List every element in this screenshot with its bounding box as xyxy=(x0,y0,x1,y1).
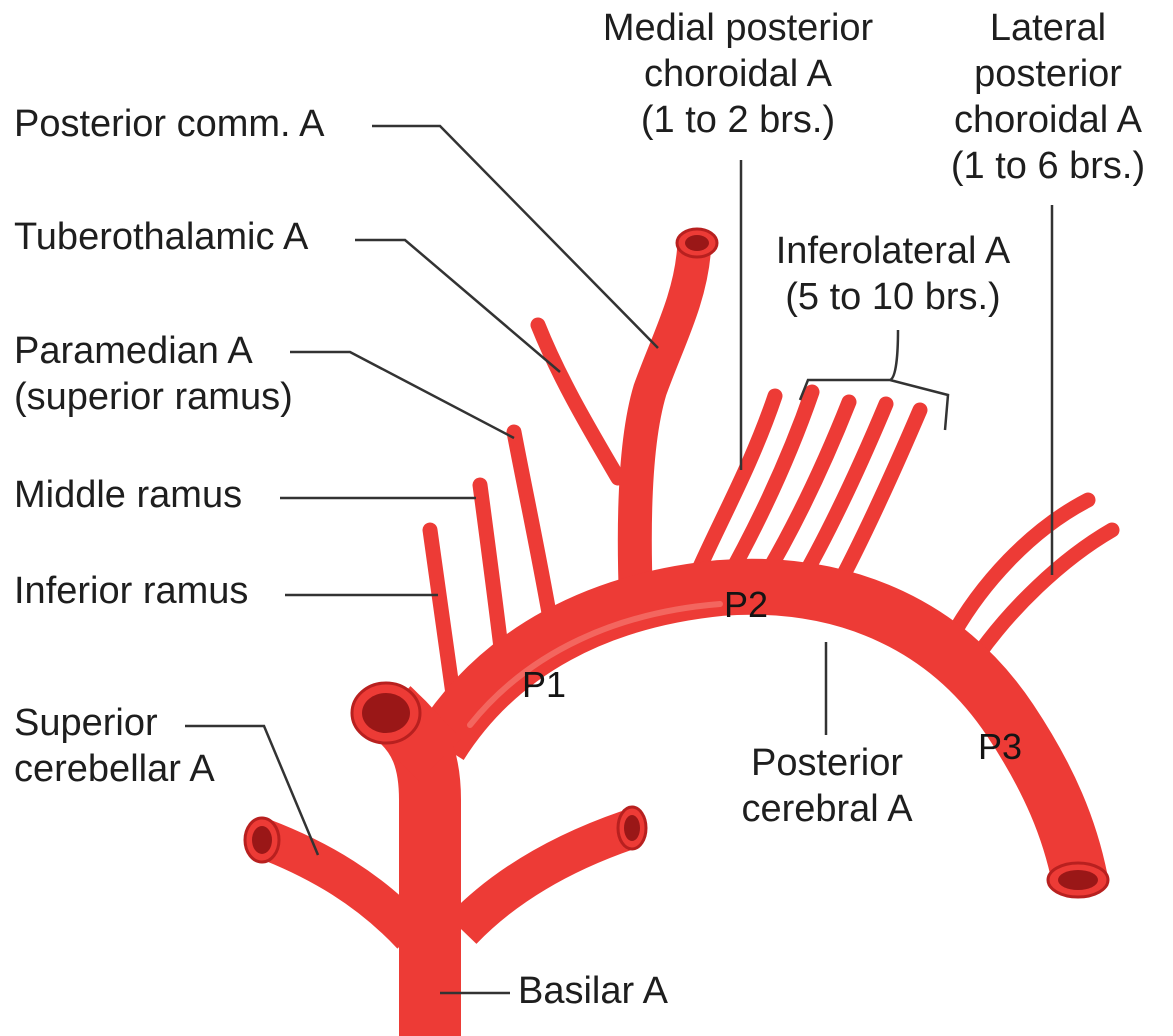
vessel-end-p3 xyxy=(1048,863,1108,897)
label-paramedian-line-1: Paramedian A xyxy=(14,328,293,374)
label-posterior-cerebral: Posterior cerebral A xyxy=(712,740,942,832)
label-lateral-posterior-choroidal-line-4: (1 to 6 brs.) xyxy=(928,143,1168,189)
label-superior-cerebellar-line-1: Superior xyxy=(14,700,215,746)
leader-tuberothalamic xyxy=(355,240,560,372)
label-medial-posterior-choroidal: Medial posterior choroidal A (1 to 2 brs… xyxy=(583,5,893,143)
label-paramedian: Paramedian A (superior ramus) xyxy=(14,328,293,420)
vessel-end-left-sca xyxy=(245,818,279,862)
label-superior-cerebellar-line-2: cerebellar A xyxy=(14,746,215,792)
label-inferolateral-line-2: (5 to 10 brs.) xyxy=(748,274,1038,320)
label-medial-posterior-choroidal-line-2: choroidal A xyxy=(583,51,893,97)
label-lateral-posterior-choroidal: Lateral posterior choroidal A (1 to 6 br… xyxy=(928,5,1168,189)
label-lateral-posterior-choroidal-line-1: Lateral xyxy=(928,5,1168,51)
label-medial-posterior-choroidal-line-1: Medial posterior xyxy=(583,5,893,51)
segment-label-p1: P1 xyxy=(522,665,566,705)
label-inferior-ramus: Inferior ramus xyxy=(14,568,248,614)
label-basilar: Basilar A xyxy=(518,968,668,1014)
label-inferolateral: Inferolateral A (5 to 10 brs.) xyxy=(748,228,1038,320)
vessel-end-right-sca xyxy=(618,807,646,849)
segment-label-p3: P3 xyxy=(978,727,1022,767)
lateral-posterior-choroidal-vessel-2 xyxy=(978,530,1112,655)
leader-posterior-comm xyxy=(372,126,658,348)
segment-label-p2: P2 xyxy=(724,585,768,625)
label-paramedian-line-2: (superior ramus) xyxy=(14,374,293,420)
label-medial-posterior-choroidal-line-3: (1 to 2 brs.) xyxy=(583,97,893,143)
label-inferolateral-line-1: Inferolateral A xyxy=(748,228,1038,274)
label-posterior-comm: Posterior comm. A xyxy=(14,101,324,147)
superior-cerebellar-vessel-right xyxy=(462,830,628,930)
leader-paramedian xyxy=(290,352,514,438)
tuberothalamic-vessel xyxy=(538,325,618,478)
label-lateral-posterior-choroidal-line-3: choroidal A xyxy=(928,97,1168,143)
label-middle-ramus: Middle ramus xyxy=(14,472,242,518)
superior-cerebellar-vessel-left xyxy=(262,838,412,935)
label-lateral-posterior-choroidal-line-2: posterior xyxy=(928,51,1168,97)
label-posterior-cerebral-line-1: Posterior xyxy=(712,740,942,786)
contralateral-pca-stump xyxy=(352,683,440,760)
label-superior-cerebellar: Superior cerebellar A xyxy=(14,700,215,792)
paramedian-vessel xyxy=(514,432,552,630)
label-tuberothalamic: Tuberothalamic A xyxy=(14,214,308,260)
label-posterior-cerebral-line-2: cerebral A xyxy=(712,786,942,832)
